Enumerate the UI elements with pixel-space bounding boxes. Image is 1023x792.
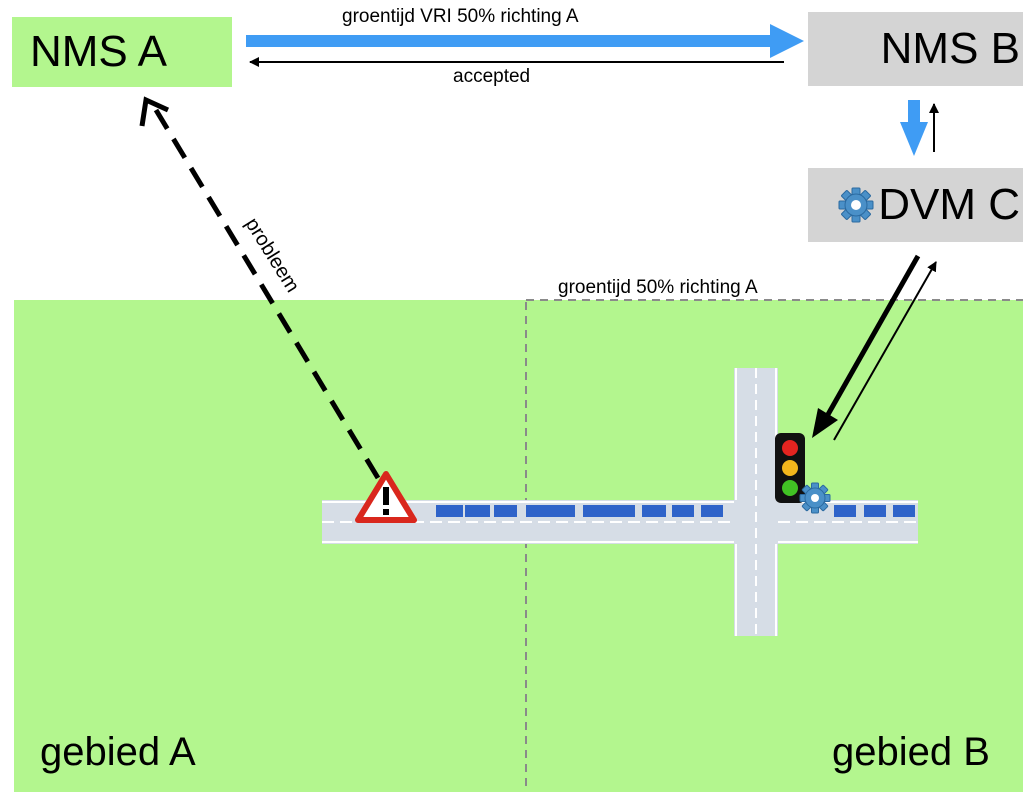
traffic-light-to-dvm-arrow — [833, 261, 937, 441]
queue-vehicle — [583, 505, 635, 517]
queue-vehicle — [864, 505, 886, 517]
nms-a-label: NMS A — [30, 27, 167, 76]
probleem-arrow — [153, 108, 381, 480]
traffic-light-icon — [775, 433, 805, 503]
area-a-label: gebied A — [40, 730, 196, 774]
dvm-to-traffic-light-arrow — [823, 254, 921, 420]
queue-vehicle — [494, 505, 517, 517]
nms-a-node: NMS A — [12, 17, 232, 87]
dvm-c-label: DVM C — [878, 180, 1020, 229]
accepted-label: accepted — [453, 66, 531, 87]
nms-b-node: NMS B — [808, 12, 1023, 86]
gear-icon — [836, 185, 876, 225]
queue-vehicle — [893, 505, 915, 517]
warning-triangle-icon — [355, 471, 417, 523]
nms-b-label: NMS B — [880, 24, 1020, 73]
area-b-label: gebied B — [832, 730, 990, 774]
queue-vehicle — [672, 505, 694, 517]
vehicle-queue — [436, 505, 915, 517]
request-label: groentijd VRI 50% richting A — [342, 6, 579, 27]
queue-vehicle — [834, 505, 856, 517]
request-arrow — [246, 24, 804, 58]
queue-vehicle — [701, 505, 723, 517]
gear-icon — [799, 482, 831, 514]
probleem-arrow-head — [139, 96, 170, 127]
area-a — [14, 300, 526, 792]
dvm-to-traffic-light-arrow-head — [812, 408, 838, 438]
queue-vehicle — [642, 505, 666, 517]
nms-b-to-dvm-arrow — [900, 100, 928, 156]
command-label: groentijd 50% richting A — [558, 277, 758, 298]
queue-vehicle — [526, 505, 575, 517]
vertical-road — [734, 368, 778, 636]
queue-vehicle — [436, 505, 463, 517]
queue-vehicle — [465, 505, 490, 517]
dvm-c-node: DVM C — [808, 168, 1023, 242]
